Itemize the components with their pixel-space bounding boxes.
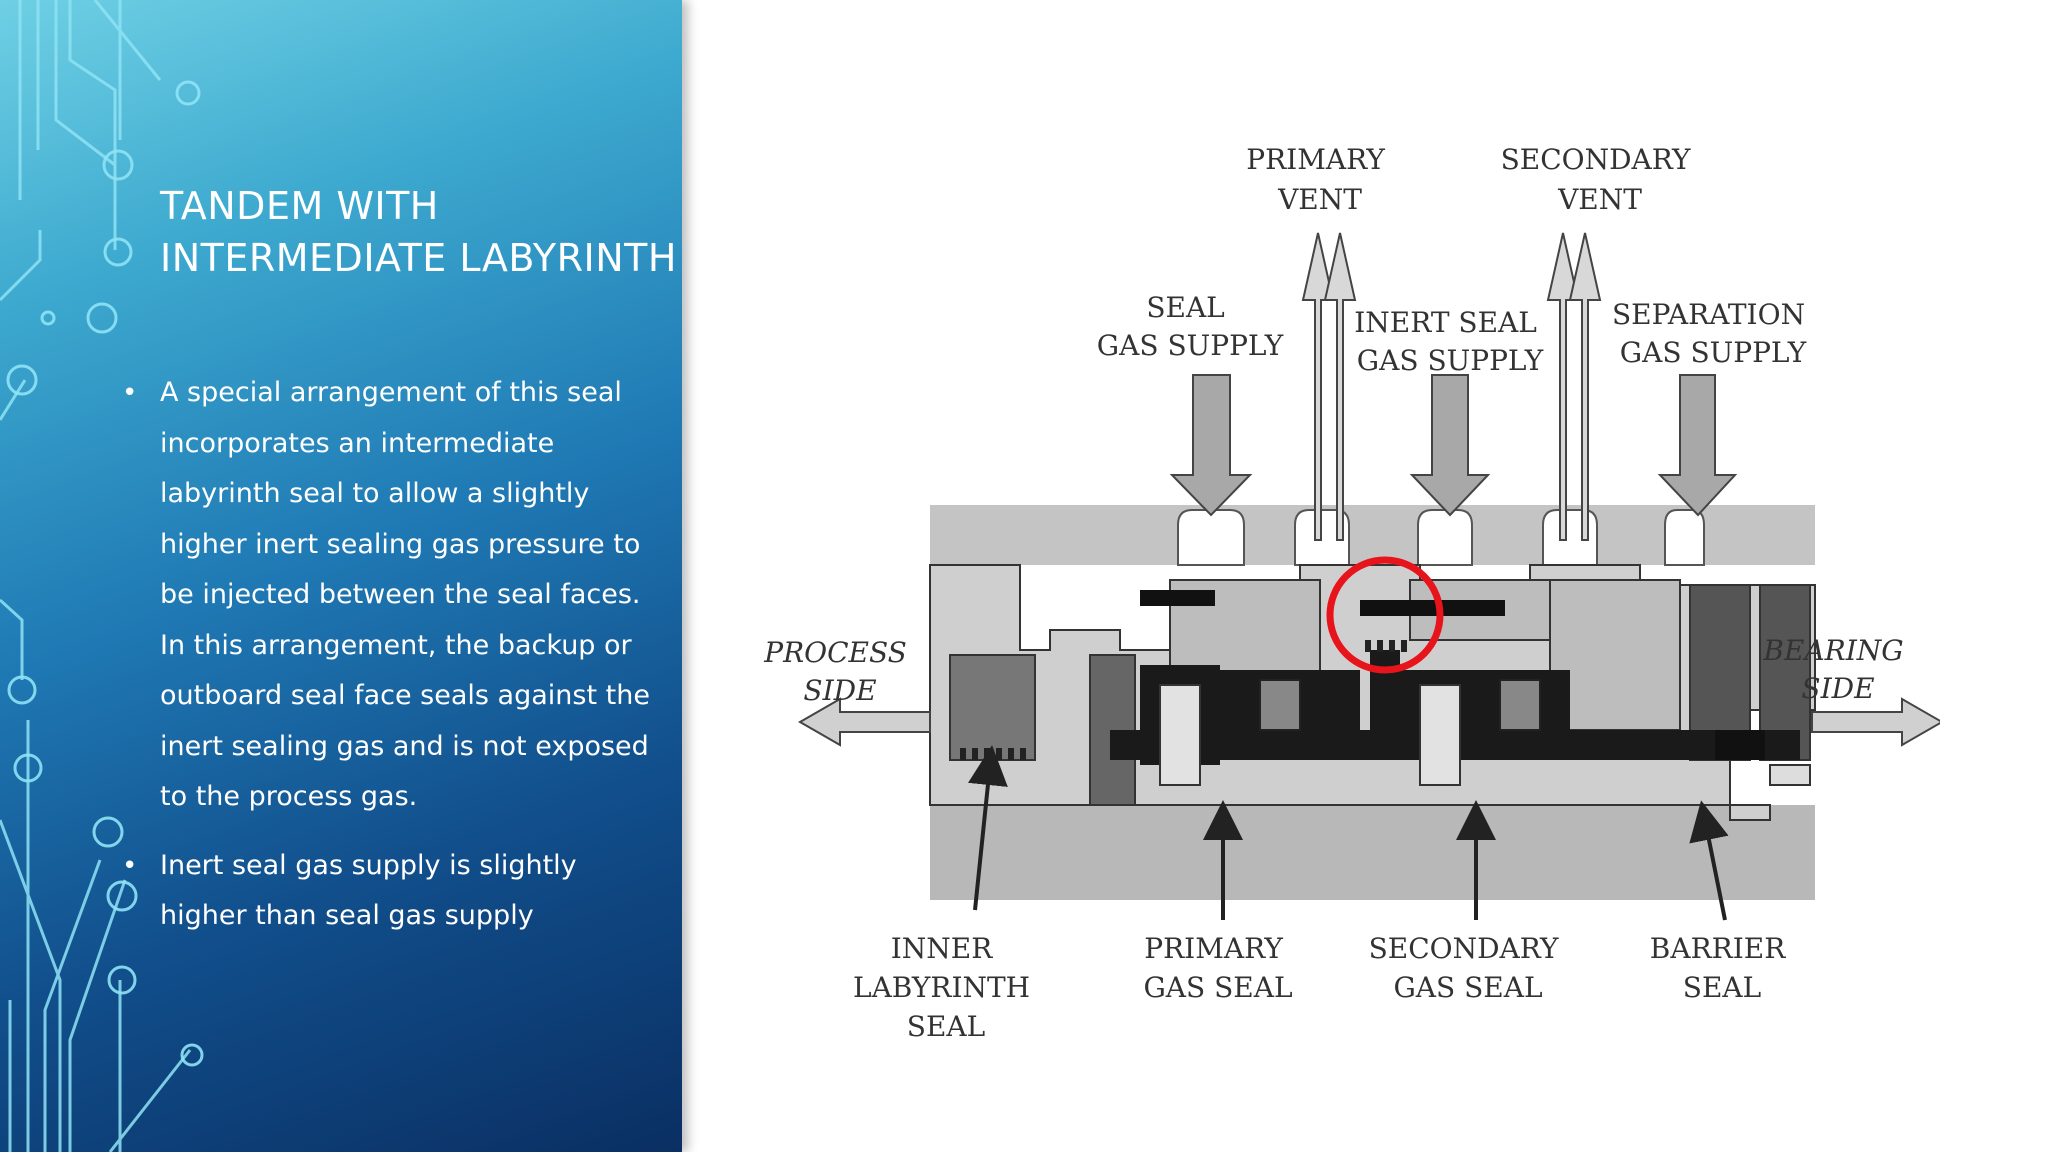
highlight-circle [1326,556,1444,674]
label-secondary-vent: SECONDARY VENT [1501,143,1700,216]
label-secondary-gas-seal: SECONDARY GAS SEAL [1369,932,1568,1004]
label-process-side: PROCESS SIDE [763,636,916,707]
rotor-assembly [1110,590,1811,786]
seal-diagram: PRIMARY VENT SECONDARY VENT SEAL GAS SUP… [763,143,1940,1043]
label-primary-gas-seal: PRIMARY GAS SEAL [1143,932,1292,1004]
label-inert-seal-gas-supply: INERT SEAL GAS SUPPLY [1354,306,1546,377]
label-inner-labyrinth-seal: INNER LABYRINTH SEAL [853,932,1039,1043]
supply-arrows [1169,374,1738,517]
slide-title: TANDEM WITH INTERMEDIATE LABYRINTH [160,180,680,284]
circuit-decoration [0,0,204,1152]
pointer-arrows [968,745,1729,921]
label-seal-gas-supply: SEAL GAS SUPPLY [1097,291,1284,362]
bullet-item: Inert seal gas supply is slightly higher… [122,841,650,942]
slide-title-line-2: INTERMEDIATE LABYRINTH [160,236,677,280]
label-separation-gas-supply: SEPARATION GAS SUPPLY [1612,298,1814,369]
bullet-item: A special arrangement of this seal incor… [122,368,650,823]
label-bearing-side: BEARING SIDE [1762,634,1912,705]
slide-title-line-1: TANDEM WITH [160,184,439,228]
bullet-list: A special arrangement of this seal incor… [122,368,650,960]
title-panel: TANDEM WITH INTERMEDIATE LABYRINTH A spe… [0,0,682,1152]
shaft-band [930,805,1815,900]
side-arrows [797,697,1940,747]
label-barrier-seal: BARRIER SEAL [1650,932,1794,1004]
vent-arrows [1301,232,1602,541]
label-primary-vent: PRIMARY VENT [1246,143,1393,216]
